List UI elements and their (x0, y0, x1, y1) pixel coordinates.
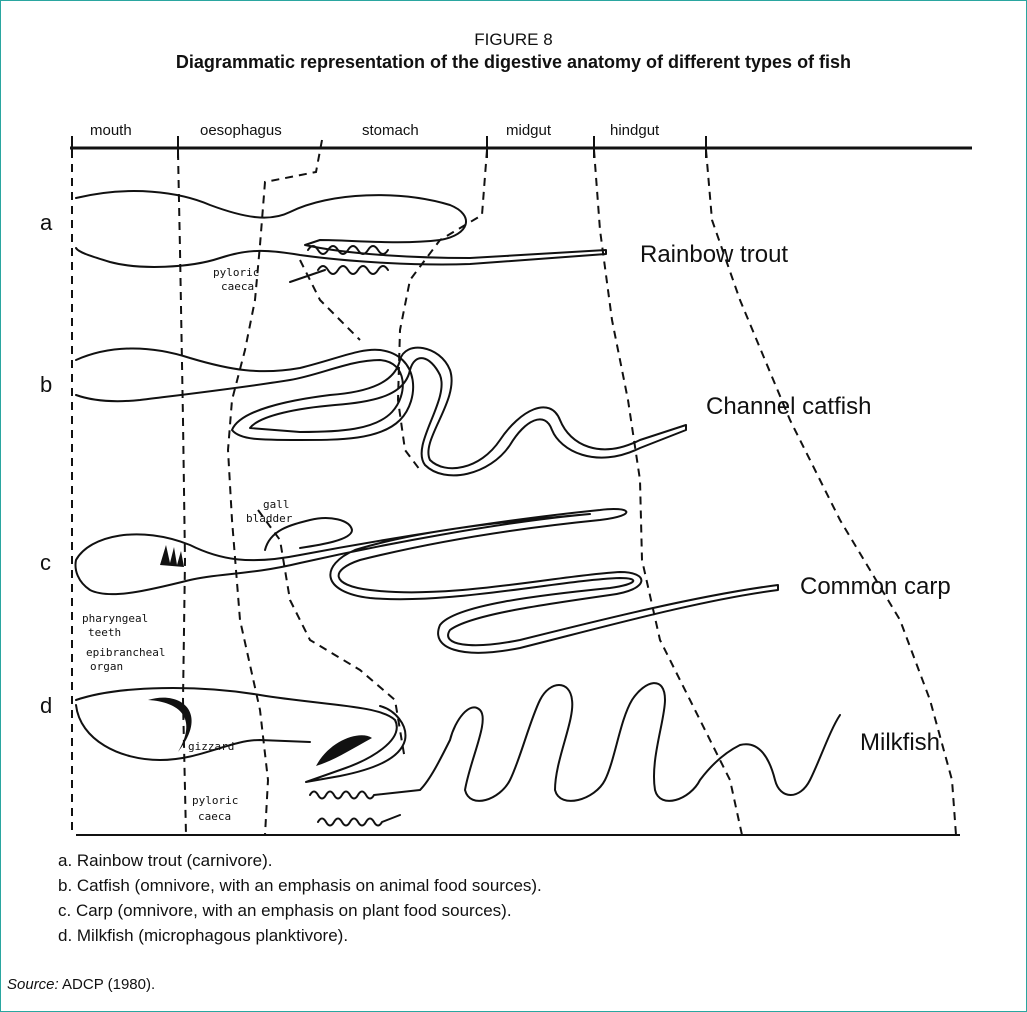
fish-name-b: Channel catfish (706, 393, 871, 420)
annotation-pyloric-a-line2: caeca (221, 280, 254, 293)
row-letter-d: d (40, 693, 52, 718)
caption-a: a. Rainbow trout (carnivore). (58, 848, 542, 873)
section-label-oesophagus: oesophagus (200, 122, 282, 139)
source-label: Source: (7, 976, 59, 993)
source-note: Source: ADCP (1980). (7, 976, 155, 993)
fish-name-d: Milkfish (860, 729, 940, 756)
boundary-line (258, 510, 405, 760)
boundary-line (178, 152, 186, 835)
section-label-mouth: mouth (90, 122, 132, 139)
annotation-pharyngeal-line2: teeth (88, 626, 121, 639)
annotation-gizzard: gizzard (188, 740, 234, 753)
section-label-stomach: stomach (362, 122, 419, 139)
caption-c: c. Carp (omnivore, with an emphasis on p… (58, 898, 542, 923)
row-letter-b: b (40, 372, 52, 397)
epibrancheal-organ-shape (148, 698, 192, 752)
annotation-pharyngeal-line1: pharyngeal (82, 612, 148, 625)
source-text: ADCP (1980). (59, 976, 155, 993)
annotation-pyloric-d-line1: pyloric (192, 794, 238, 807)
pyloric-caeca-a-2 (318, 266, 388, 274)
caption-b: b. Catfish (omnivore, with an emphasis o… (58, 873, 542, 898)
row-letter-c: c (40, 550, 51, 575)
row-letter-a: a (40, 210, 53, 235)
captions: a. Rainbow trout (carnivore). b. Catfish… (58, 848, 542, 948)
section-label-midgut: midgut (506, 122, 552, 139)
annotation-pyloric-a-line1: pyloric (213, 266, 259, 279)
pointer-line (290, 270, 325, 282)
annotation-epibrancheal-line2: organ (90, 660, 123, 673)
pyloric-caeca-d (318, 815, 400, 826)
pharyngeal-teeth-shape (160, 545, 184, 567)
annotation-pyloric-d-line2: caeca (198, 810, 231, 823)
fish-name-a: Rainbow trout (640, 241, 788, 268)
fish-name-c: Common carp (800, 573, 951, 600)
annotation-epibrancheal-line1: epibrancheal (86, 646, 165, 659)
annotation-gall-line2: bladder (246, 512, 293, 525)
annotation-gall-line1: gall (263, 498, 290, 511)
gut-outline-b (76, 348, 686, 476)
gut-outline-a (76, 191, 606, 267)
gut-outline-c (76, 509, 778, 653)
caption-d: d. Milkfish (microphagous planktivore). (58, 923, 542, 948)
gut-outline-d (76, 688, 405, 782)
section-label-hindgut: hindgut (610, 122, 660, 139)
